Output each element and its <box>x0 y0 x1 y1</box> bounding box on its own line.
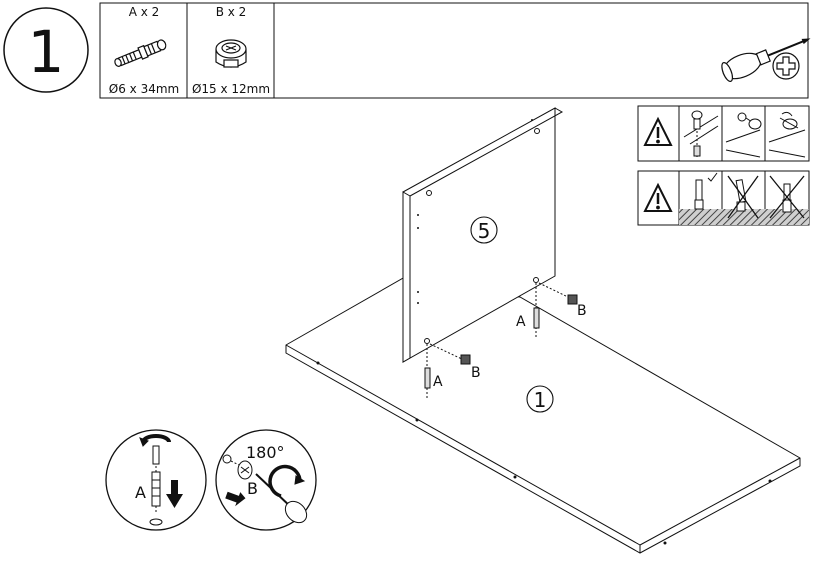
callout-b-right: B <box>577 303 587 319</box>
cam-lock-right <box>567 294 578 305</box>
cam-lock-left <box>460 354 471 365</box>
fastener-callout-right: A B <box>516 282 587 338</box>
fastener-callout-left: A B <box>424 343 481 398</box>
part-b-qty: B x 2 <box>216 5 247 19</box>
base-panel-number-ring <box>526 385 554 413</box>
upright-panel-number-ring <box>470 216 498 244</box>
cam-lock-orientation-detail-1 <box>683 110 719 157</box>
cam-bolt-left <box>424 367 431 389</box>
arrow-down-icon <box>166 480 183 508</box>
warning-panel-cam-orientation <box>637 105 810 162</box>
parts-header: A x 2 Ø6 x 34mm B x 2 Ø15 x 12mm <box>99 2 811 99</box>
cam-lock-icon <box>215 39 247 68</box>
screwdriver-rotate-icon <box>255 464 308 524</box>
cam-lock-orientation-detail-3 <box>768 111 806 158</box>
callout-a-right: A <box>516 314 526 330</box>
phillips-screwdriver-icon <box>721 38 811 82</box>
warning-triangle-icon <box>643 182 673 212</box>
cam-bolt-icon <box>114 39 167 67</box>
detail-lock-label: B <box>247 479 258 498</box>
upright-panel-number: 5 <box>478 219 491 243</box>
detail-bolt-label: A <box>135 483 146 502</box>
base-panel-number: 1 <box>534 388 547 412</box>
arrow-left-icon <box>225 491 246 507</box>
warning-panel-bolt-depth <box>637 170 810 226</box>
base-panel-holes <box>316 361 772 545</box>
step-number-badge: 1 <box>3 7 89 93</box>
part-a-qty: A x 2 <box>129 5 160 19</box>
part-a-size: Ø6 x 34mm <box>109 82 179 96</box>
cam-bolt-right <box>533 307 540 329</box>
part-b-size: Ø15 x 12mm <box>192 82 270 96</box>
bolt-correct-depth <box>694 172 718 210</box>
upright-panel-shelf-holes <box>417 119 533 304</box>
callout-a-left: A <box>433 374 443 390</box>
warning-triangle-icon <box>643 116 673 146</box>
cam-lock-orientation-detail-2 <box>725 112 762 158</box>
bolt-wrong-depth-1 <box>727 175 759 219</box>
detail-turn-lock: 180° B <box>215 429 317 531</box>
upright-panel: 5 <box>402 107 564 363</box>
base-panel: 1 <box>285 276 801 554</box>
detail-insert-bolt: A <box>105 429 207 531</box>
bolt-wrong-depth-2 <box>769 175 805 219</box>
rotation-label: 180° <box>246 443 285 462</box>
callout-b-left: B <box>471 365 481 381</box>
step-number: 1 <box>28 18 65 86</box>
